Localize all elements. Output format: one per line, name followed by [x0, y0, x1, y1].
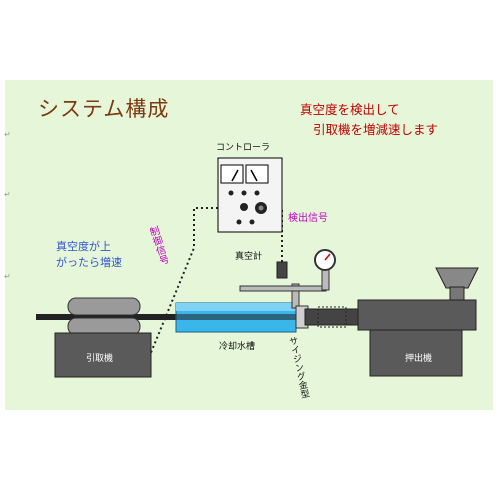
notice-line-2: 引取機を増減速します: [313, 122, 439, 137]
cooling-tank-label: 冷却水槽: [219, 342, 256, 352]
return-mark: ↵: [4, 190, 11, 199]
speedup-note-line-1: 真空度が上: [56, 240, 111, 253]
signal-lines: [149, 207, 283, 356]
speedup-note-line-2: がったら増速: [56, 256, 122, 269]
pressure-gauge: [314, 249, 336, 271]
cooling-water-tank: [175, 302, 297, 333]
controller-label: コントローラ: [216, 143, 271, 153]
detection-signal-label: 検出信号: [288, 213, 328, 224]
puller-label: 引取機: [86, 354, 114, 364]
extruder-machine: [304, 267, 479, 377]
puller-rollers: [67, 297, 141, 336]
return-mark: ↵: [4, 272, 11, 281]
meter-needle: [250, 169, 258, 182]
puller-machine: [54, 332, 152, 378]
vacuum-gauge-label: 真空計: [235, 252, 263, 262]
vacuum-sensor: [276, 261, 288, 279]
controller-box: [217, 157, 283, 233]
meter-needle: [231, 169, 239, 182]
diagram-title: システム構成: [38, 97, 170, 121]
extruder-label: 押出機: [405, 354, 433, 364]
control-signal-line: [149, 207, 218, 356]
return-mark: ↵: [4, 130, 11, 139]
notice-line-1: 真空度を検出して: [300, 102, 400, 117]
